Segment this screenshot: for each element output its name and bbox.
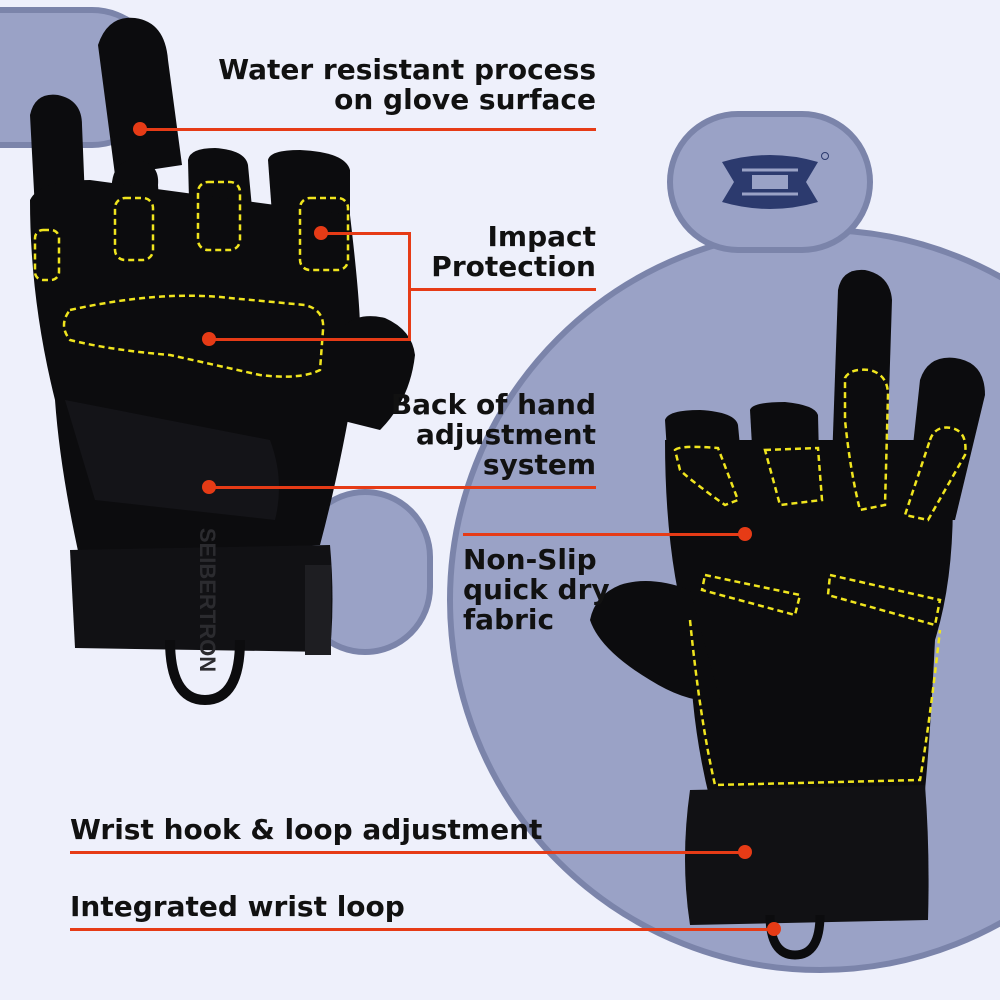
wrist-loop-dot — [767, 922, 781, 936]
back-of-hand-label: Back of hand adjustment system — [390, 388, 596, 481]
water-resistant-label: Water resistant process on glove surface — [218, 53, 596, 116]
back-of-hand-line — [210, 486, 596, 489]
wrist-loop-label: Integrated wrist loop — [70, 890, 405, 923]
water-resistant-dot — [133, 122, 147, 136]
wrist-hook-label: Wrist hook & loop adjustment — [70, 813, 543, 846]
wrist-brand-text: SEIBERTRON — [195, 528, 220, 672]
impact-protection-branch-bottom — [210, 338, 411, 341]
impact-protection-branch-top — [322, 232, 411, 235]
impact-protection-line — [409, 288, 596, 291]
right-glove-palm-view — [590, 269, 985, 960]
wrist-hook-dot — [738, 845, 752, 859]
non-slip-label: Non-Slip quick dry fabric — [463, 543, 610, 636]
water-resistant-line — [140, 128, 596, 131]
non-slip-dot — [738, 527, 752, 541]
impact-protection-dot-top — [314, 226, 328, 240]
wrist-hook-line — [70, 851, 745, 854]
impact-protection-bracket — [408, 232, 411, 340]
back-of-hand-dot — [202, 480, 216, 494]
left-glove-back-view: SEIBERTRON — [30, 17, 415, 706]
wrist-loop-line — [70, 928, 775, 931]
non-slip-line — [463, 533, 745, 536]
impact-protection-label: Impact Protection — [431, 220, 596, 283]
brand-logo-icon — [722, 152, 829, 209]
impact-protection-dot-bottom — [202, 332, 216, 346]
